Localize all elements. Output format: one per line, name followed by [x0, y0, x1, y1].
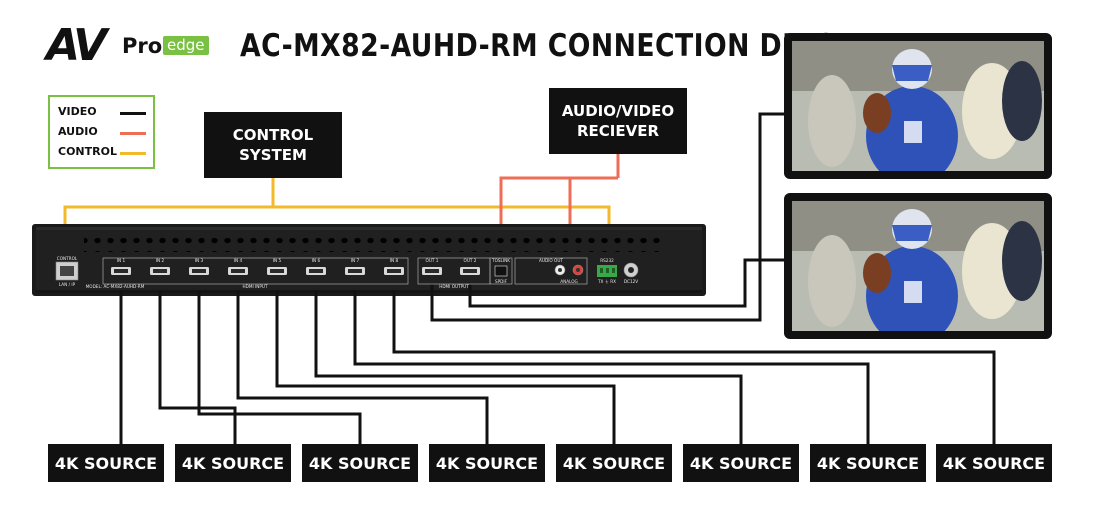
legend-item-audio: AUDIO [58, 123, 148, 141]
control-port-label: CONTROL [57, 256, 78, 261]
audio-wiring [499, 154, 620, 228]
hdmi-input-socket [309, 269, 323, 273]
source-box-7: 4K SOURCE [810, 444, 926, 482]
hdmi-input-label: IN 4 [234, 258, 243, 263]
spdif-label: SPDIF [495, 279, 508, 284]
hdmi-input-socket [348, 269, 362, 273]
hdmi-input-label: IN 5 [273, 258, 282, 263]
legend-swatch-control [120, 152, 146, 155]
football-quarterback-image [792, 201, 1044, 331]
legend-item-control: CONTROL [58, 143, 148, 161]
legend-label: AUDIO [58, 125, 98, 138]
lan-label: LAN / IP [59, 282, 76, 287]
hdmi-input-socket [270, 269, 284, 273]
rca-left-center [558, 268, 562, 272]
source-box-6: 4K SOURCE [683, 444, 799, 482]
hdmi-output-socket [463, 269, 477, 273]
analog-audio-group [514, 257, 588, 285]
display-2-screen [792, 201, 1044, 331]
control-system-line-2: SYSTEM [239, 146, 307, 164]
toslink-label: TOSLINK [491, 258, 510, 263]
rca-right-center [576, 268, 580, 272]
audio-out-label: AUDIO OUT [539, 258, 563, 263]
legend-label: CONTROL [58, 145, 117, 158]
rj45-socket [60, 266, 74, 276]
hdmi-input-label: IN 8 [390, 258, 399, 263]
analog-label: ANALOG [560, 279, 578, 284]
source-box-3: 4K SOURCE [302, 444, 418, 482]
rs232-txrx-label: TX ⏚ RX [597, 279, 616, 284]
hdmi-input-label: IN 7 [351, 258, 360, 263]
power-label: DC12V [624, 279, 638, 284]
av-receiver-box: AUDIO/VIDEO RECIEVER [549, 88, 687, 154]
logo-av-text: AV [46, 20, 107, 71]
hdmi-output-label: OUT 2 [464, 258, 477, 263]
football-quarterback-image [792, 41, 1044, 171]
av-receiver-line-2: RECIEVER [576, 122, 660, 140]
hdmi-input-group [102, 257, 409, 285]
hdmi-input-socket [192, 269, 206, 273]
rs232-pin [612, 268, 615, 273]
toslink-port [494, 265, 508, 277]
source-box-1: 4K SOURCE [48, 444, 164, 482]
avproedge-logo: AV Pro edge [46, 20, 226, 76]
power-jack-center [628, 267, 634, 273]
legend-swatch-video [120, 112, 146, 115]
control-system-box: CONTROL SYSTEM [204, 112, 342, 178]
display-1-screen [792, 41, 1044, 171]
hdmi-output-group-label: HDMI OUTPUT [439, 284, 469, 289]
hdmi-input-group-label: HDMI INPUT [242, 284, 268, 289]
source-box-4: 4K SOURCE [429, 444, 545, 482]
hdmi-input-label: IN 1 [117, 258, 126, 263]
rs232-label: RS232 [600, 258, 614, 263]
source-box-5: 4K SOURCE [556, 444, 672, 482]
logo-pro-text: Pro [122, 34, 163, 58]
legend-swatch-audio [120, 132, 146, 135]
hdmi-output-socket [425, 269, 439, 273]
display-1 [784, 33, 1052, 179]
video-input-wiring [119, 290, 996, 444]
hdmi-input-label: IN 2 [156, 258, 165, 263]
source-box-8: 4K SOURCE [936, 444, 1052, 482]
rs232-pin [600, 268, 603, 273]
rs232-pin [606, 268, 609, 273]
hdmi-input-socket [231, 269, 245, 273]
hdmi-input-label: IN 6 [312, 258, 321, 263]
logo-edge-text: edge [163, 36, 209, 55]
av-receiver-line-1: AUDIO/VIDEO [561, 102, 675, 120]
matrix-switcher-device [32, 224, 706, 296]
hdmi-input-label: IN 3 [195, 258, 204, 263]
hdmi-input-socket [387, 269, 401, 273]
toslink-group [489, 257, 513, 285]
hdmi-input-socket [114, 269, 128, 273]
source-box-2: 4K SOURCE [175, 444, 291, 482]
legend: VIDEO AUDIO CONTROL [48, 95, 155, 169]
model-label: MODEL: AC-MX82-AUHD-RM [86, 284, 145, 289]
display-2 [784, 193, 1052, 339]
legend-item-video: VIDEO [58, 103, 148, 121]
control-wiring [63, 178, 611, 225]
legend-label: VIDEO [58, 105, 97, 118]
hdmi-output-label: OUT 1 [426, 258, 439, 263]
video-output-wiring [430, 112, 785, 322]
control-system-line-1: CONTROL [232, 126, 314, 144]
hdmi-input-socket [153, 269, 167, 273]
device-front-panel: CONTROL LAN / IP IN 1 IN 2 IN 3 IN 4 IN 5 IN 6 I… [55, 256, 638, 289]
